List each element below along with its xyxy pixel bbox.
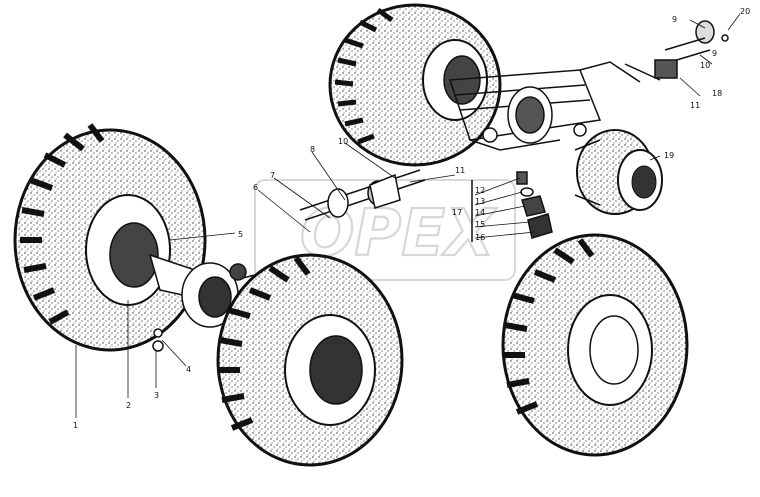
callout-4: 4 (186, 365, 191, 374)
callout-16: 16 (475, 233, 485, 242)
callout-6: 6 (253, 183, 258, 192)
cardan-shaft-parts (299, 169, 426, 221)
callout-9: 9 (672, 15, 677, 24)
callout-8: 8 (310, 145, 315, 154)
right-tire (501, 233, 689, 457)
callout-9b: 9 (712, 49, 717, 58)
callout-10: 10 (700, 61, 710, 70)
callout-12: 12 (475, 186, 485, 195)
callout-15: 15 (475, 220, 485, 229)
wheel-reducer-hub (574, 129, 663, 215)
axle-assembly (448, 61, 641, 151)
callout-2: 2 (126, 401, 131, 410)
callout-5: 5 (238, 230, 243, 239)
top-tire (328, 3, 502, 167)
callout-19: 19 (664, 151, 674, 160)
callout-14: 14 (475, 208, 485, 217)
leader-lines (75, 13, 741, 418)
callout-10b: 10 (338, 137, 348, 146)
callout-3: 3 (154, 391, 159, 400)
callout-17: 17 (452, 208, 462, 217)
callout-7: 7 (270, 171, 275, 180)
callout-11: 11 (690, 101, 700, 110)
left-hub-drive (148, 253, 256, 352)
callout-labels: 1 2 3 4 5 6 7 8 9 10 11 12 13 14 15 16 1… (73, 7, 750, 430)
callout-13: 13 (475, 197, 485, 206)
callout-20: 20 (740, 7, 750, 16)
callout-11b: 11 (455, 166, 465, 175)
left-tire (13, 123, 207, 352)
pin-group (624, 20, 729, 81)
callout-18: 18 (712, 89, 722, 98)
front-center-tire (216, 253, 404, 467)
callout-1: 1 (73, 421, 78, 430)
